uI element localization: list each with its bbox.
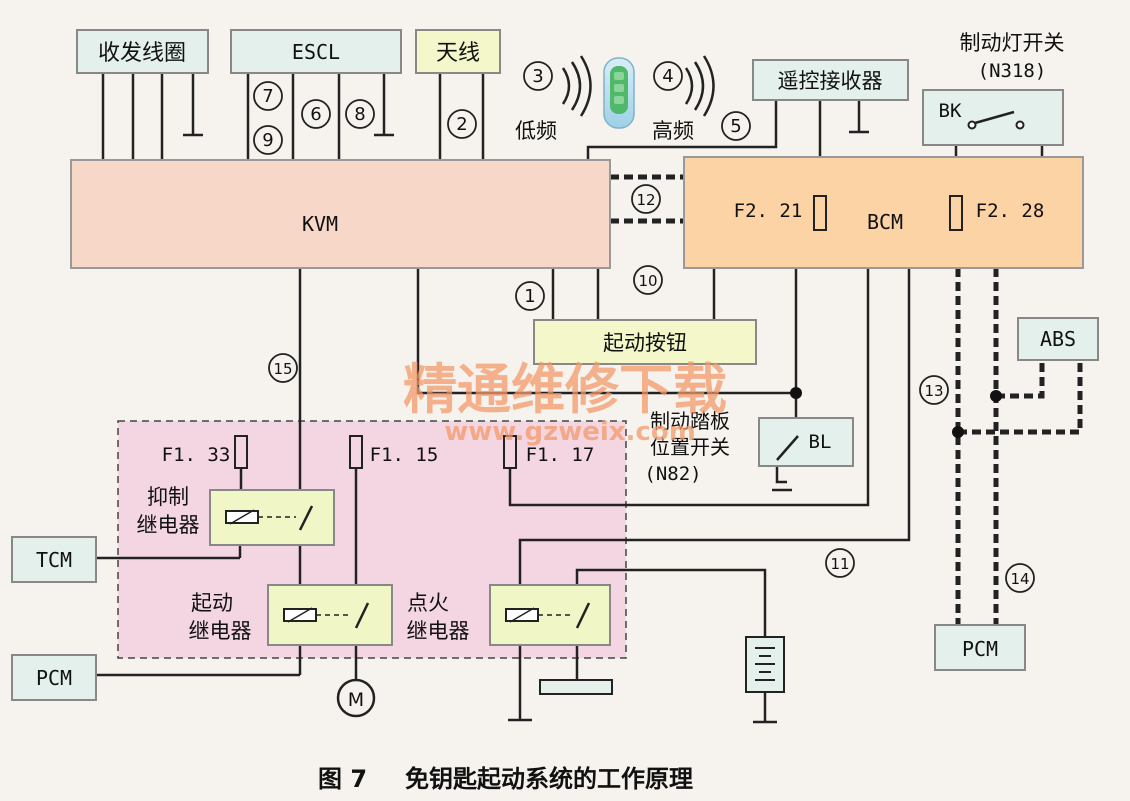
figure-number: 图 7 — [318, 765, 367, 793]
ignition-relay-label-2: 继电器 — [407, 619, 470, 643]
start-relay-label-1: 起动 — [191, 591, 233, 615]
fuse-f221-icon — [813, 195, 827, 231]
bl-label: BL — [809, 431, 832, 453]
fuse-f117-icon — [503, 435, 517, 469]
circled-number-9: 9 — [253, 125, 283, 155]
brake-light-switch-label: 制动灯开关 — [960, 31, 1065, 55]
load-bar-icon — [539, 679, 613, 695]
fuse-f228-label: F2. 28 — [976, 200, 1045, 222]
inhibit-relay-label-2: 继电器 — [137, 513, 200, 537]
brake-pedal-switch-label-2: 位置开关 — [650, 435, 730, 459]
svg-text:7: 7 — [262, 86, 273, 107]
start-relay — [267, 584, 393, 646]
inhibit-relay — [209, 489, 335, 546]
signal-waves-icon — [561, 55, 715, 117]
bl-switch-box — [758, 417, 854, 467]
svg-text:15: 15 — [273, 360, 292, 378]
tcm-box — [11, 536, 97, 583]
circled-number-6: 6 — [301, 99, 331, 129]
svg-text:6: 6 — [310, 104, 321, 125]
svg-text:13: 13 — [924, 382, 943, 400]
brake-light-switch-code: (N318) — [978, 60, 1047, 82]
transceiver-coil-label: 收发线圈 — [98, 41, 186, 66]
motor-icon — [336, 678, 376, 718]
svg-text:1: 1 — [524, 286, 535, 307]
motor-label: M — [348, 689, 364, 711]
key-fob-icon — [603, 57, 635, 129]
remote-receiver-label: 遥控接收器 — [778, 69, 883, 93]
inhibit-relay-label-1: 抑制 — [147, 485, 189, 509]
circled-number-4: 4 — [653, 61, 683, 91]
pcm-left-label: PCM — [36, 666, 72, 690]
circled-number-11: 11 — [825, 548, 855, 578]
low-frequency-label: 低频 — [515, 119, 557, 143]
svg-text:2: 2 — [456, 114, 467, 135]
start-button — [533, 319, 757, 365]
remote-receiver-box — [752, 59, 909, 101]
kvm-module — [70, 159, 611, 269]
bk-label: BK — [939, 100, 962, 122]
ignition-relay — [489, 584, 611, 646]
pcm-right-box — [934, 624, 1026, 671]
bcm-label: BCM — [867, 210, 903, 234]
can-bus — [610, 174, 1083, 625]
escl-box — [230, 29, 402, 74]
circled-number-3: 3 — [523, 61, 553, 91]
watermark-url: www.gzweix.com — [444, 417, 696, 447]
svg-text:10: 10 — [638, 272, 657, 290]
circled-number-10: 10 — [633, 265, 663, 295]
svg-text:4: 4 — [662, 66, 673, 87]
circled-number-1: 1 — [515, 281, 545, 311]
battery-icon — [745, 636, 785, 693]
transceiver-coil-box — [76, 29, 209, 74]
bcm-module — [683, 156, 1084, 269]
svg-text:12: 12 — [636, 191, 655, 209]
escl-label: ESCL — [292, 40, 340, 64]
abs-box — [1017, 317, 1099, 361]
fuse-f117-label: F1. 17 — [526, 444, 595, 466]
abs-label: ABS — [1040, 327, 1076, 351]
fuse-f133-icon — [234, 435, 248, 469]
svg-text:3: 3 — [532, 66, 543, 87]
svg-text:9: 9 — [262, 130, 273, 151]
fuse-f115-label: F1. 15 — [370, 444, 439, 466]
circled-number-12: 12 — [631, 184, 661, 214]
watermark-title: 精通维修下载 — [403, 358, 727, 421]
kvm-label: KVM — [302, 212, 338, 236]
circled-number-15: 15 — [268, 353, 298, 383]
svg-text:11: 11 — [830, 555, 849, 573]
circled-number-13: 13 — [919, 375, 949, 405]
high-frequency-label: 高频 — [652, 119, 694, 143]
tcm-label: TCM — [36, 548, 72, 572]
circled-number-2: 2 — [447, 109, 477, 139]
svg-text:5: 5 — [730, 116, 741, 137]
circled-number-7: 7 — [253, 81, 283, 111]
circled-number-14: 14 — [1005, 563, 1035, 593]
pcm-right-label: PCM — [962, 637, 998, 661]
antenna-box — [415, 29, 501, 74]
antenna-label: 天线 — [436, 41, 480, 66]
svg-text:14: 14 — [1010, 570, 1029, 588]
circled-number-5: 5 — [721, 111, 751, 141]
fuse-f221-label: F2. 21 — [734, 200, 803, 222]
pcm-left-box — [11, 654, 97, 701]
start-button-label: 起动按钮 — [603, 331, 687, 355]
start-relay-label-2: 继电器 — [189, 619, 252, 643]
brake-pedal-switch-code: (N82) — [644, 463, 701, 485]
svg-text:8: 8 — [354, 104, 365, 125]
fuse-f133-label: F1. 33 — [162, 444, 231, 466]
figure-caption: 免钥匙起动系统的工作原理 — [405, 765, 693, 793]
brake-pedal-switch-label-1: 制动踏板 — [650, 409, 730, 433]
fuse-f115-icon — [349, 435, 363, 469]
circled-number-8: 8 — [345, 99, 375, 129]
ignition-relay-label-1: 点火 — [407, 591, 449, 615]
fuse-f228-icon — [949, 195, 963, 231]
